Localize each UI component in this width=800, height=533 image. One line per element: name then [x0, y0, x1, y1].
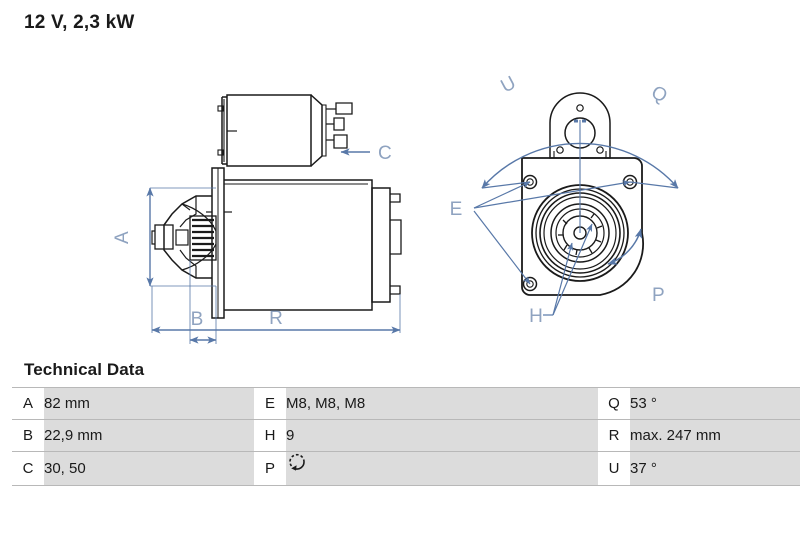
dimension-r: R — [151, 286, 401, 334]
dimension-label-r: R — [269, 308, 283, 329]
spec-key: R — [598, 419, 630, 452]
spec-key: A — [12, 387, 44, 420]
spec-key: B — [12, 419, 44, 452]
counter-clockwise-rotation-icon — [286, 451, 308, 484]
end-view-flange — [521, 157, 645, 296]
spec-value: 30, 50 — [44, 451, 254, 486]
technical-drawing: C A B R — [0, 28, 800, 348]
dimension-label-q: Q — [648, 82, 671, 107]
spec-key: C — [12, 451, 44, 486]
dimension-label-h: H — [529, 306, 543, 327]
angle-arcs: U Q — [481, 72, 679, 233]
solenoid-terminals — [326, 102, 353, 149]
technical-data-heading: Technical Data — [24, 360, 145, 379]
table-row: B 22,9 mm H 9 R max. 247 mm — [12, 419, 800, 452]
dimension-label-c: C — [378, 143, 392, 164]
motor-body — [224, 179, 373, 311]
dimension-label-b: B — [191, 309, 204, 330]
spec-value: 9 — [286, 419, 598, 452]
table-row: A 82 mm E M8, M8, M8 Q 53 ° — [12, 387, 800, 420]
rotation-indicator-p: P — [607, 228, 665, 306]
spec-key: H — [254, 419, 286, 452]
spec-key: U — [598, 451, 630, 486]
spec-key: E — [254, 387, 286, 420]
dimension-label-e: E — [450, 199, 463, 220]
dimension-label-u: U — [497, 72, 519, 97]
page-title: 12 V, 2,3 kW — [24, 12, 135, 33]
dimension-label-p: P — [652, 285, 665, 306]
leader-lines-h: H — [529, 223, 593, 327]
technical-drawing-svg: C A B R — [112, 72, 679, 344]
spec-value: 53 ° — [630, 387, 800, 420]
technical-data-table: A 82 mm E M8, M8, M8 Q 53 ° B 22,9 mm H … — [12, 387, 800, 486]
spec-value-rotation — [286, 451, 598, 486]
spec-key: Q — [598, 387, 630, 420]
end-view-group: U Q E H P — [450, 72, 679, 327]
pinion-gear — [189, 215, 217, 261]
leader-lines-e: E — [450, 180, 631, 285]
spec-value: 37 ° — [630, 451, 800, 486]
solenoid-body — [217, 94, 327, 167]
spec-value: 82 mm — [44, 387, 254, 420]
side-view-group: C A B R — [112, 94, 402, 344]
spec-key: P — [254, 451, 286, 486]
commutator-end-cap — [371, 187, 402, 303]
dimension-c: C — [340, 143, 392, 164]
mounting-flange — [206, 167, 232, 319]
dimension-a: A — [112, 187, 216, 287]
table-row: C 30, 50 P U 37 ° — [12, 451, 800, 486]
dimension-label-a: A — [112, 231, 133, 244]
spec-value: 22,9 mm — [44, 419, 254, 452]
spec-value: max. 247 mm — [630, 419, 800, 452]
spec-value: M8, M8, M8 — [286, 387, 598, 420]
technical-data-section: Technical Data A 82 mm E M8, M8, M8 Q 53… — [0, 360, 800, 486]
